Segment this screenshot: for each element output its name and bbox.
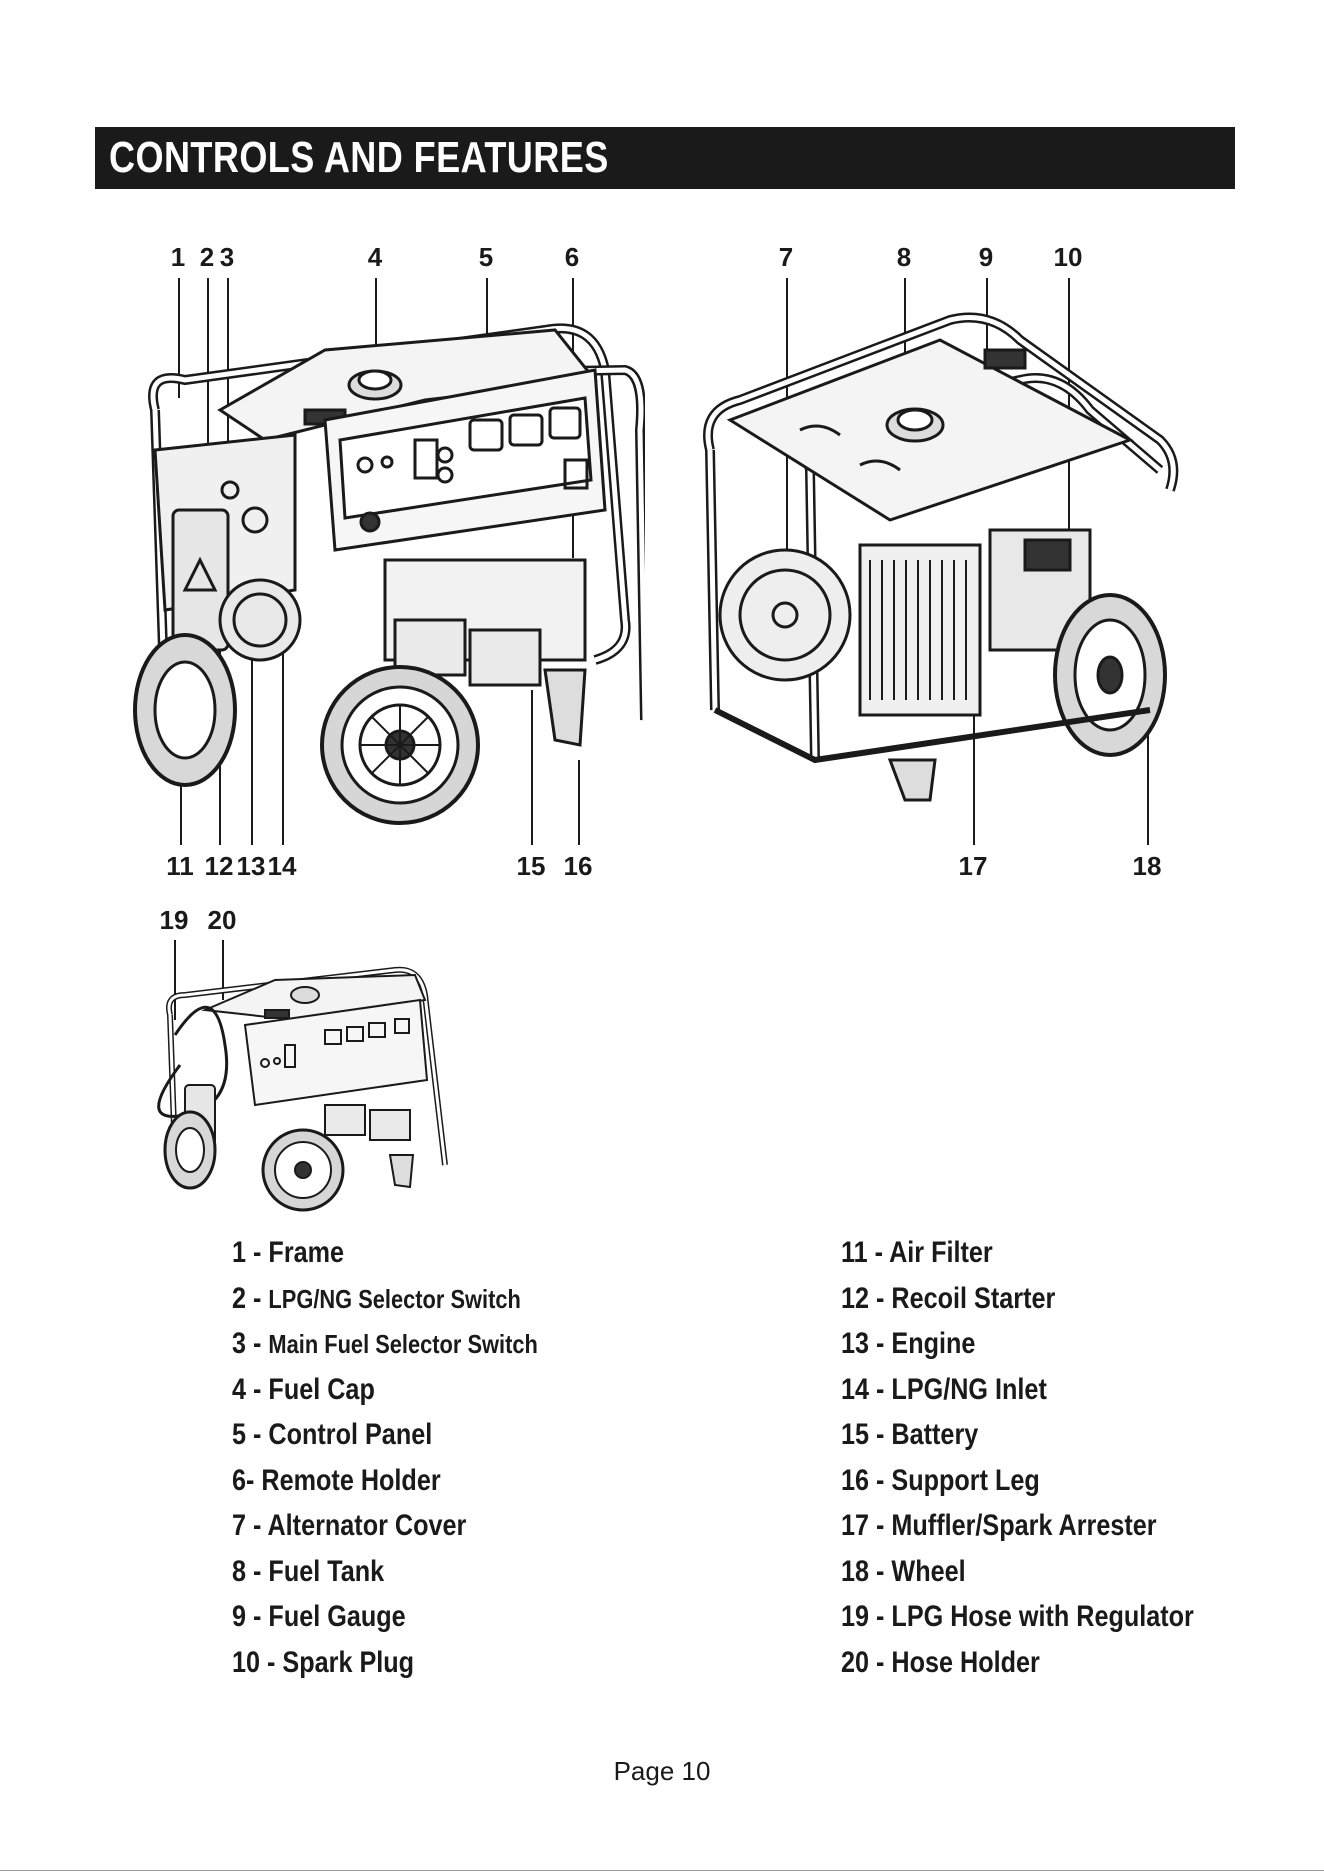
legend-item-12: 12 - Recoil Starter	[841, 1281, 1056, 1315]
section-banner: CONTROLS AND FEATURES	[95, 127, 1235, 189]
legend-item-20: 20 - Hose Holder	[841, 1645, 1040, 1679]
leader-line-14	[282, 590, 284, 845]
callout-17: 17	[958, 851, 988, 881]
legend-item-10: 10 - Spark Plug	[232, 1645, 415, 1679]
legend-item-7: 7 - Alternator Cover	[232, 1509, 467, 1542]
leader-line-19	[174, 940, 176, 1020]
legend-item-3: 3 - Main Fuel Selector Switch	[232, 1327, 538, 1360]
legend-item-6: 6- Remote Holder	[232, 1463, 441, 1497]
callout-13: 13	[236, 851, 266, 881]
leader-line-13	[251, 620, 253, 845]
generator-hose-diagram	[157, 966, 448, 1212]
callout-2: 2	[199, 242, 215, 272]
page-number: Page 10	[613, 1756, 711, 1786]
leader-line-4	[375, 278, 377, 368]
leader-line-1	[178, 278, 180, 398]
callout-5: 5	[478, 242, 494, 272]
legend-item-2: 2 - LPG/NG Selector Switch	[232, 1281, 521, 1315]
legend-item-9: 9 - Fuel Gauge	[232, 1600, 406, 1633]
generator-rear-diagram	[703, 312, 1179, 802]
leader-line-2	[207, 278, 209, 488]
callout-3: 3	[219, 242, 235, 272]
callout-1: 1	[170, 242, 186, 272]
legend-item-1: 1 - Frame	[232, 1236, 345, 1269]
leader-line-15	[531, 690, 533, 845]
callout-9: 9	[978, 242, 994, 272]
callout-11: 11	[166, 851, 194, 881]
callout-18: 18	[1132, 851, 1162, 881]
generator-front-diagram	[133, 323, 645, 825]
section-title: CONTROLS AND FEATURES	[109, 133, 609, 182]
callout-14: 14	[267, 851, 297, 881]
legend-left-column: 1 - Frame 2 - LPG/NG Selector Switch 3 -…	[232, 1236, 596, 1691]
legend-item-11: 11 - Air Filter	[841, 1236, 993, 1269]
legend-item-13: 13 - Engine	[841, 1327, 976, 1360]
leader-line-16	[578, 760, 580, 845]
legend-item-17: 17 - Muffler/Spark Arrester	[841, 1509, 1157, 1542]
callout-8: 8	[896, 242, 912, 272]
callout-6: 6	[564, 242, 580, 272]
legend-item-14: 14 - LPG/NG Inlet	[841, 1372, 1047, 1406]
legend-item-15: 15 - Battery	[841, 1418, 979, 1451]
legend-item-8: 8 - Fuel Tank	[232, 1554, 385, 1588]
callout-4: 4	[367, 242, 383, 272]
callout-20: 20	[207, 905, 237, 935]
legend-right-column: 11 - Air Filter 12 - Recoil Starter 13 -…	[841, 1236, 1261, 1691]
legend-item-4: 4 - Fuel Cap	[232, 1372, 375, 1406]
footer-rule	[0, 1870, 1324, 1871]
legend-item-18: 18 - Wheel	[841, 1554, 966, 1588]
callout-12: 12	[204, 851, 234, 881]
callout-16: 16	[563, 851, 593, 881]
leader-line-18	[1147, 690, 1149, 845]
leader-line-8	[904, 278, 906, 378]
legend-item-16: 16 - Support Leg	[841, 1463, 1040, 1497]
callout-10: 10	[1053, 242, 1083, 272]
callout-19: 19	[159, 905, 189, 935]
callout-7: 7	[778, 242, 794, 272]
legend-item-19: 19 - LPG Hose with Regulator	[841, 1600, 1194, 1633]
leader-line-17	[973, 680, 975, 845]
legend-item-5: 5 - Control Panel	[232, 1418, 433, 1451]
callout-15: 15	[516, 851, 546, 881]
leader-line-20	[222, 940, 224, 1000]
